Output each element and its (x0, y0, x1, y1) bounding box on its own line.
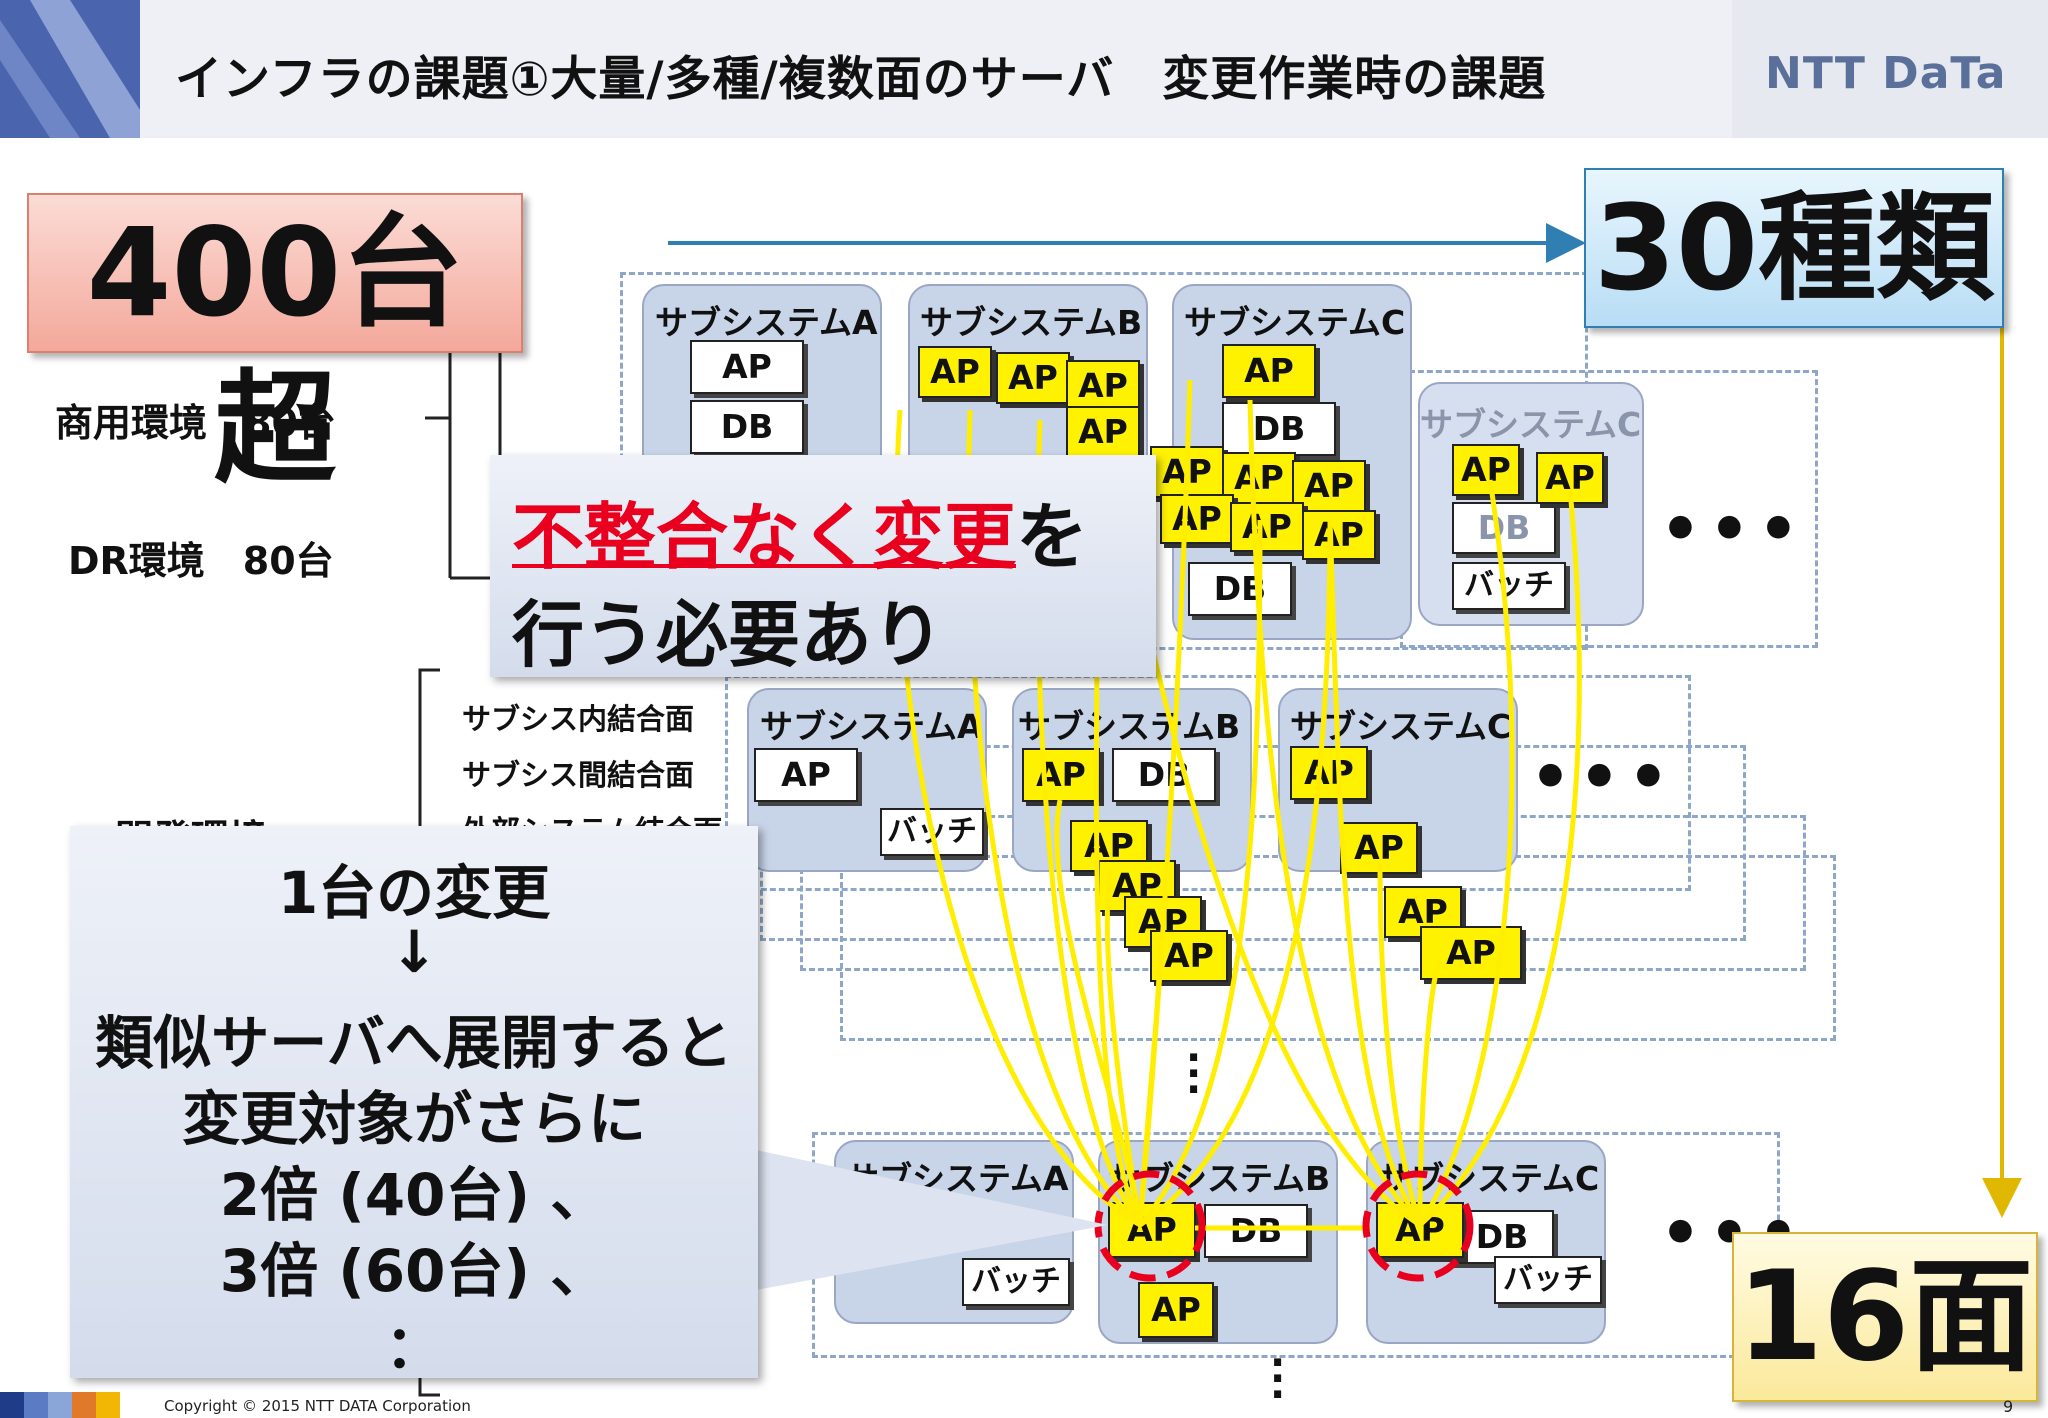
ap-node-highlight: AP (1160, 494, 1234, 544)
corner-graphic (0, 0, 140, 138)
dev-subsystem-c-title: サブシステムC (1290, 707, 1512, 746)
page-title: インフラの課題①大量/多種/複数面のサーバ 変更作業時の課題 (175, 52, 1547, 107)
ap-node-highlight: AP (1222, 452, 1296, 504)
db-node: DB (690, 400, 804, 454)
ap-node-highlight: AP (918, 346, 992, 398)
batch-node: バッチ (962, 1258, 1070, 1306)
server-types-badge: 30種類 (1584, 168, 2004, 328)
copyright: Copyright © 2015 NTT DATA Corporation (164, 1397, 471, 1415)
consistency-callout-line2: 行う必要あり (512, 593, 945, 677)
corner-stripes-icon (0, 0, 140, 138)
consistency-highlight: 不整合なく変更 (512, 495, 1017, 579)
environment-faces-badge: 16面 (1732, 1232, 2038, 1402)
header-title-band (140, 0, 1732, 138)
ap-node-highlight: AP (1066, 406, 1140, 458)
prod-subsystem-c-title: サブシステムC (1184, 303, 1406, 342)
ap-node-highlight: AP (1452, 444, 1520, 496)
ap-node-highlight: AP (1302, 510, 1376, 560)
ntt-data-logo: NTT DaTa (1765, 48, 2007, 99)
expansion-line6: ： (384, 1313, 443, 1381)
dr-subsystem-c-title: サブシステムC (1420, 405, 1642, 444)
ap-node: AP (690, 340, 804, 394)
prod-subsystem-a-title: サブシステムA (655, 303, 878, 342)
dev-face-2: サブシス間結合面 (462, 758, 695, 792)
expansion-callout (70, 826, 758, 1378)
ap-node-highlight: AP (1290, 746, 1368, 800)
expansion-line4: 2倍 (40台) 、 (219, 1161, 609, 1229)
batch-node: バッチ (1494, 1256, 1602, 1304)
page-number: 9 (2003, 1397, 2014, 1416)
bottom-subsystem-c-title: サブシステムC (1378, 1159, 1600, 1198)
expansion-line2: 類似サーバへ展開すると (95, 1009, 733, 1077)
consistency-callout (490, 455, 1156, 677)
dev-layer-1 (725, 675, 1691, 891)
footer-color-strip (0, 1392, 140, 1418)
ap-node: AP (754, 748, 858, 802)
ap-node-highlight: AP (996, 352, 1070, 404)
dev-subsystem-b-title: サブシステムB (1018, 707, 1241, 746)
ap-node-highlight: AP (1222, 344, 1316, 398)
ap-node-highlight: AP (1384, 886, 1462, 938)
consistency-suffix: を (1016, 495, 1089, 579)
expansion-line3: 変更対象がさらに (181, 1085, 646, 1153)
server-count-badge: 400台超 (27, 193, 523, 500)
batch-node: バッチ (880, 808, 984, 856)
expansion-line1: 1台の変更 (277, 859, 551, 927)
ap-node-highlight: AP (1138, 1282, 1214, 1338)
prod-subsystem-b-title: サブシステムB (920, 303, 1143, 342)
dr-env-label: DR環境 80台 (68, 539, 334, 583)
batch-node: バッチ (1452, 562, 1566, 610)
prod-env-label: 商用環境 80台 (55, 401, 336, 445)
ap-node-highlight: AP (1230, 502, 1304, 552)
dev-face-1: サブシス内結合面 (462, 702, 695, 736)
db-node: DB (1452, 502, 1556, 554)
dev-subsystem-a-title: サブシステムA (760, 707, 983, 746)
consistency-callout-line1: 不整合なく変更を (512, 478, 1088, 583)
expansion-line5: 3倍 (60台) 、 (219, 1237, 609, 1305)
down-arrow-icon: ↓ (389, 918, 439, 986)
